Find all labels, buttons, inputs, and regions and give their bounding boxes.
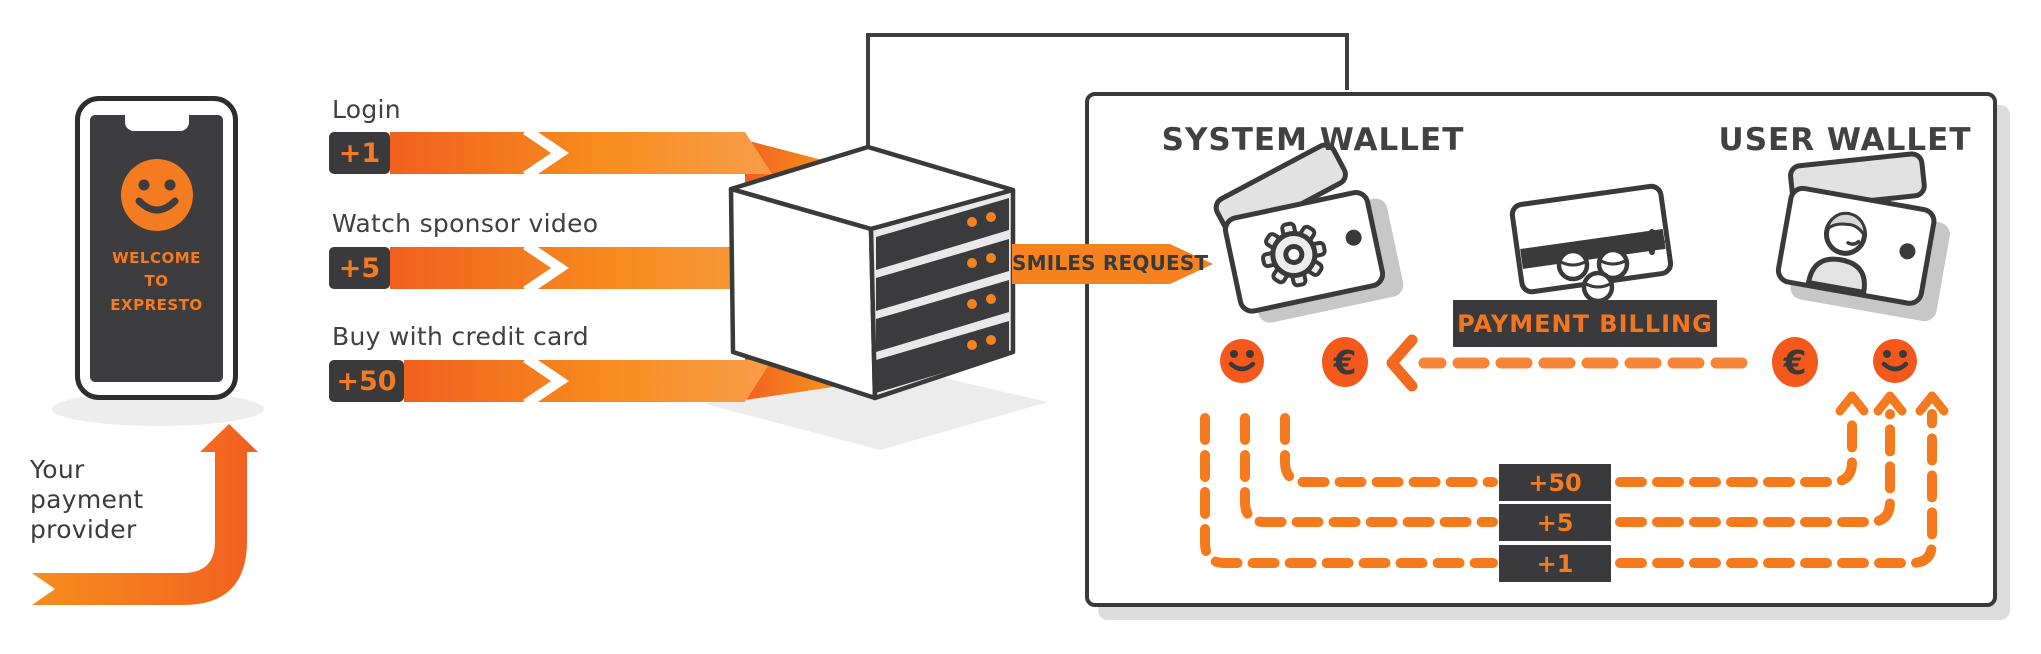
euro-icon: € [1772,337,1818,387]
login-arrow-bar [390,132,772,174]
welcome-line: WELCOME [112,249,201,267]
chevron-up-icon [1873,391,1907,416]
flow-value: +5 [1536,508,1574,537]
flow-value: +1 [1536,549,1574,578]
flow-plus5-path [1240,409,1895,527]
credit-value: +5 [338,252,381,284]
sparkle-icon [1639,229,1665,255]
phone-screen: WELCOME TO EXPRESTO [90,115,223,382]
user-wallet-icon [1775,151,1950,322]
system-wallet-icon [1213,142,1404,323]
credit-badge-plus50: +50 [329,360,404,402]
flow-plus50-path [1280,409,1857,487]
user-wallet-title: USER WALLET [1718,122,1972,158]
credit-badge-plus5: +5 [329,247,390,289]
smiley-icon [1873,339,1917,383]
system-wallet-title: SYSTEM WALLET [1161,122,1465,158]
payment-dashed-arrow [1386,334,1748,392]
action-label-video: Watch sponsor video [332,209,599,238]
provider-ribbon-arrow-icon [32,424,258,605]
flow-badge-plus50: +50 [1499,464,1611,501]
payment-provider-caption: Your payment provider [30,455,143,545]
credit-card-icon [1509,183,1674,295]
euro-symbol: € [1333,342,1357,382]
provider-line: payment [30,485,144,514]
euro-symbol: € [1783,342,1807,382]
credit-value: +50 [336,365,397,397]
welcome-line: TO [144,272,169,291]
flow-badge-plus5: +5 [1499,504,1611,541]
video-arrow-bar [390,247,810,289]
credit-value: +1 [338,137,381,169]
welcome-line: EXPRESTO [110,295,203,314]
action-label-login: Login [332,95,401,124]
payment-billing-badge: PAYMENT BILLING [1453,300,1717,347]
avatar-icon [1805,211,1867,296]
chevron-up-icon [1835,391,1869,416]
gear-icon [1261,221,1327,288]
chevron-right-icon [523,125,569,181]
welcome-message: WELCOME TO EXPRESTO [90,247,223,317]
coins-icon [1556,229,1665,304]
smiles-request-arrow [1012,244,1213,284]
chevron-right-icon [523,353,569,409]
server-panel-connector [866,33,1349,150]
provider-line: Your [30,455,85,484]
flow-value: +50 [1528,468,1582,497]
smiley-icon [120,159,193,231]
chevron-up-icon [1915,391,1949,416]
smiles-request-label: SMILES REQUEST [1012,251,1209,275]
smiley-icon [1220,339,1264,383]
flow-badge-plus1: +1 [1499,545,1611,582]
chevron-left-icon [1386,334,1418,392]
phone-notch [124,115,189,131]
phone-mockup: WELCOME TO EXPRESTO [75,96,238,400]
euro-icon: € [1322,337,1368,387]
server-led-dots [967,212,996,350]
provider-line: provider [30,515,137,544]
credit-badge-plus1: +1 [329,132,390,174]
credit-flow-paths [1200,409,1937,568]
up-arrowheads [1835,391,1949,416]
buy-arrow-bar [404,360,772,402]
action-label-buy: Buy with credit card [332,322,589,351]
server-slats [876,198,1009,393]
chevron-right-icon [523,240,569,296]
flow-plus1-path [1200,409,1937,568]
payment-billing-label: PAYMENT BILLING [1457,309,1713,338]
